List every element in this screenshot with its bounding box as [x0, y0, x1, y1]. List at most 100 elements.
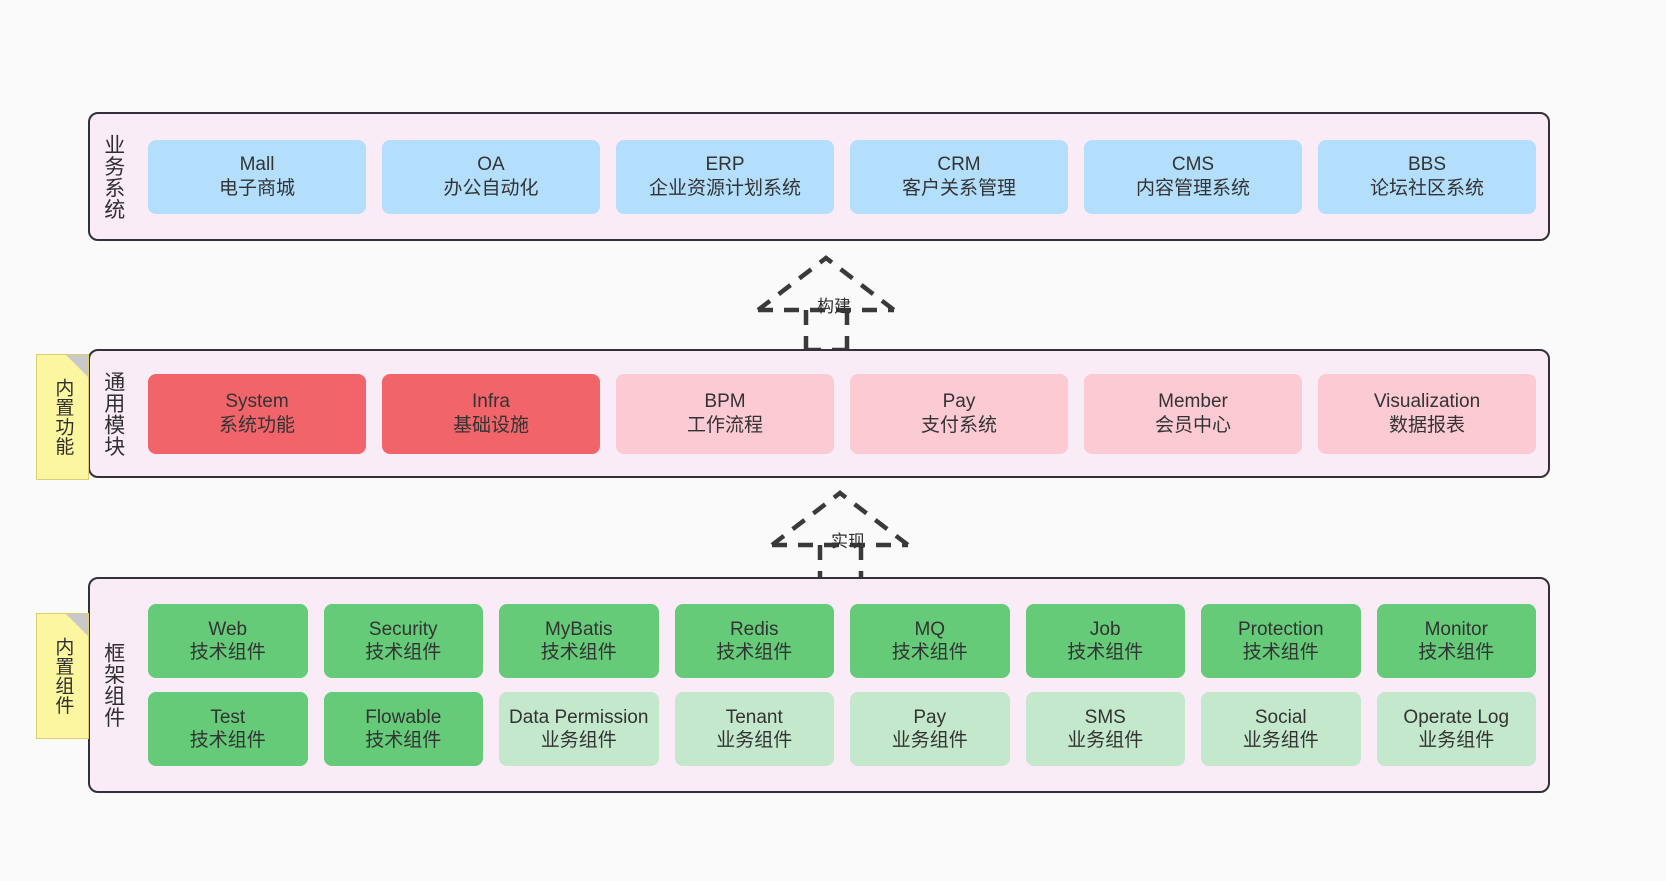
card-job[interactable]: Job 技术组件	[1025, 604, 1185, 678]
common-card-row: System 系统功能 Infra 基础设施 BPM 工作流程 Pay 支付系统…	[148, 373, 1536, 454]
card-data-permission-name: Data Permission	[509, 706, 649, 728]
card-test-desc: 技术组件	[189, 730, 266, 751]
framework-card-row-1: Web 技术组件 Security 技术组件 MyBatis 技术组件 Redi…	[148, 604, 1536, 678]
card-redis-desc: 技术组件	[716, 642, 793, 663]
card-flowable[interactable]: Flowable 技术组件	[323, 692, 483, 766]
card-bbs-name: BBS	[1407, 154, 1447, 176]
card-erp-desc: 企业资源计划系统	[648, 177, 801, 199]
card-test[interactable]: Test 技术组件	[148, 692, 308, 766]
card-protection-name: Protection	[1237, 618, 1324, 640]
card-visualization-name: Visualization	[1373, 391, 1481, 413]
card-sms[interactable]: SMS 业务组件	[1025, 692, 1185, 766]
card-tenant-name: Tenant	[725, 706, 783, 728]
card-crm[interactable]: CRM 客户关系管理	[850, 139, 1068, 214]
card-bpm-desc: 工作流程	[686, 414, 763, 436]
card-monitor[interactable]: Monitor 技术组件	[1376, 604, 1536, 678]
card-job-name: Job	[1089, 618, 1121, 640]
card-cms[interactable]: CMS 内容管理系统	[1084, 139, 1302, 214]
card-security[interactable]: Security 技术组件	[323, 604, 483, 678]
card-pay-module-desc: 支付系统	[920, 414, 997, 436]
card-pay-component[interactable]: Pay 业务组件	[850, 692, 1010, 766]
card-flowable-name: Flowable	[365, 706, 442, 728]
card-infra[interactable]: Infra 基础设施	[382, 373, 600, 454]
layer-business-system: 业务系统 Mall 电子商城 OA 办公自动化 ERP 企业资源计划系统 CRM…	[88, 112, 1550, 241]
layer-business-system-title: 业务系统	[101, 133, 125, 220]
note-builtin-function[interactable]: 内置功能	[36, 354, 89, 480]
card-mq-desc: 技术组件	[891, 642, 968, 663]
card-security-name: Security	[368, 618, 438, 640]
card-oa[interactable]: OA 办公自动化	[382, 139, 600, 214]
framework-card-grid: Web 技术组件 Security 技术组件 MyBatis 技术组件 Redi…	[148, 604, 1536, 766]
card-operate-log[interactable]: Operate Log 业务组件	[1376, 692, 1536, 766]
card-web-desc: 技术组件	[189, 642, 266, 663]
card-mybatis-desc: 技术组件	[540, 642, 617, 663]
card-security-desc: 技术组件	[365, 642, 442, 663]
layer-business-system-body: Mall 电子商城 OA 办公自动化 ERP 企业资源计划系统 CRM 客户关系…	[136, 114, 1548, 239]
card-protection-desc: 技术组件	[1242, 642, 1319, 663]
card-infra-name: Infra	[471, 391, 511, 413]
card-pay-module[interactable]: Pay 支付系统	[850, 373, 1068, 454]
card-tenant[interactable]: Tenant 业务组件	[674, 692, 834, 766]
card-cms-name: CMS	[1171, 154, 1215, 176]
card-mybatis[interactable]: MyBatis 技术组件	[499, 604, 659, 678]
card-monitor-name: Monitor	[1424, 618, 1488, 640]
note-builtin-component[interactable]: 内置组件	[36, 613, 89, 739]
arrow-build: 构建	[744, 252, 924, 352]
card-crm-desc: 客户关系管理	[901, 177, 1016, 199]
layer-framework-component-title: 框架组件	[101, 642, 125, 728]
card-monitor-desc: 技术组件	[1418, 642, 1495, 663]
card-sms-desc: 业务组件	[1067, 730, 1144, 751]
card-mall-desc: 电子商城	[218, 177, 295, 199]
framework-card-row-2: Test 技术组件 Flowable 技术组件 Data Permission …	[148, 692, 1536, 766]
card-bpm[interactable]: BPM 工作流程	[616, 373, 834, 454]
card-oa-desc: 办公自动化	[443, 177, 539, 199]
card-visualization-desc: 数据报表	[1388, 414, 1465, 436]
card-erp[interactable]: ERP 企业资源计划系统	[616, 139, 834, 214]
card-member-name: Member	[1158, 391, 1228, 413]
card-mybatis-name: MyBatis	[544, 618, 613, 640]
note-builtin-component-label: 内置组件	[52, 637, 74, 715]
card-bbs-desc: 论坛社区系统	[1369, 177, 1484, 199]
card-system-desc: 系统功能	[218, 414, 295, 436]
card-mall-name: Mall	[239, 154, 275, 176]
card-social-desc: 业务组件	[1242, 730, 1319, 751]
card-redis[interactable]: Redis 技术组件	[674, 604, 834, 678]
card-web[interactable]: Web 技术组件	[148, 604, 308, 678]
card-tenant-desc: 业务组件	[716, 730, 793, 751]
business-card-row: Mall 电子商城 OA 办公自动化 ERP 企业资源计划系统 CRM 客户关系…	[148, 139, 1536, 214]
card-oa-name: OA	[477, 154, 505, 176]
card-infra-desc: 基础设施	[452, 414, 529, 436]
card-visualization[interactable]: Visualization 数据报表	[1318, 373, 1536, 454]
card-data-permission[interactable]: Data Permission 业务组件	[499, 692, 659, 766]
card-cms-desc: 内容管理系统	[1135, 177, 1250, 199]
card-pay-module-name: Pay	[942, 391, 976, 413]
card-test-name: Test	[210, 706, 246, 728]
card-web-name: Web	[208, 618, 248, 640]
card-mq-name: MQ	[914, 618, 946, 640]
card-bbs[interactable]: BBS 论坛社区系统	[1318, 139, 1536, 214]
card-redis-name: Redis	[729, 618, 779, 640]
card-mall[interactable]: Mall 电子商城	[148, 139, 366, 214]
arrow-realize: 实现	[758, 487, 938, 587]
layer-framework-component-body: Web 技术组件 Security 技术组件 MyBatis 技术组件 Redi…	[136, 579, 1548, 791]
layer-framework-component: 框架组件 Web 技术组件 Security 技术组件 MyBatis 技术组件…	[88, 577, 1550, 793]
layer-common-module-title: 通用模块	[101, 370, 125, 457]
card-mq[interactable]: MQ 技术组件	[850, 604, 1010, 678]
card-erp-name: ERP	[705, 154, 745, 176]
card-member-desc: 会员中心	[1154, 414, 1231, 436]
card-job-desc: 技术组件	[1067, 642, 1144, 663]
card-system[interactable]: System 系统功能	[148, 373, 366, 454]
card-operate-log-desc: 业务组件	[1418, 730, 1495, 751]
card-system-name: System	[225, 391, 289, 413]
card-operate-log-name: Operate Log	[1403, 706, 1510, 728]
card-member[interactable]: Member 会员中心	[1084, 373, 1302, 454]
layer-common-module-body: System 系统功能 Infra 基础设施 BPM 工作流程 Pay 支付系统…	[136, 351, 1548, 476]
card-pay-component-desc: 业务组件	[891, 730, 968, 751]
card-flowable-desc: 技术组件	[365, 730, 442, 751]
card-social[interactable]: Social 业务组件	[1201, 692, 1361, 766]
layer-common-module: 通用模块 System 系统功能 Infra 基础设施 BPM 工作流程 Pay…	[88, 349, 1550, 478]
card-bpm-name: BPM	[704, 391, 746, 413]
card-protection[interactable]: Protection 技术组件	[1201, 604, 1361, 678]
card-social-name: Social	[1254, 706, 1307, 728]
card-pay-component-name: Pay	[913, 706, 947, 728]
